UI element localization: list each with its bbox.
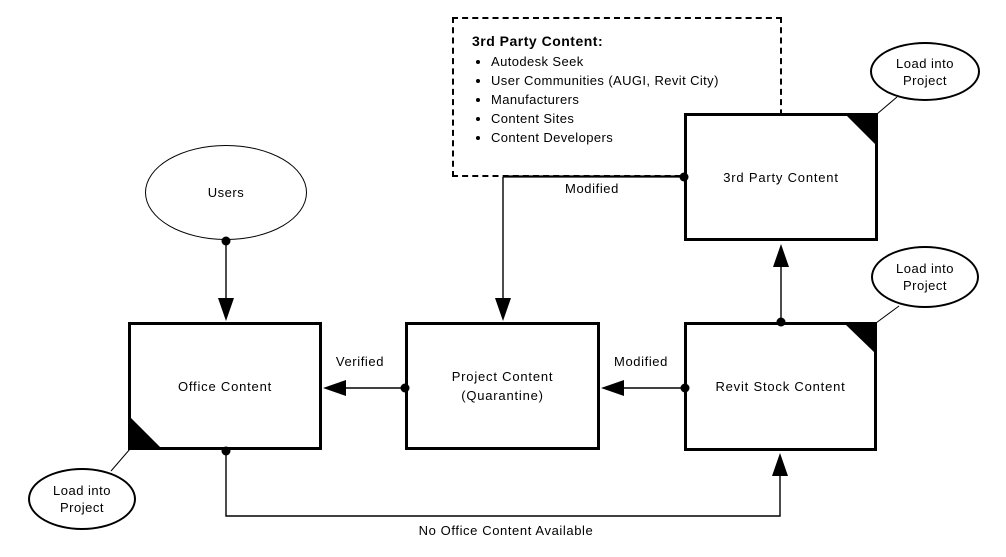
callout-label-line1: Load into <box>896 261 954 276</box>
source-list-item: User Communities (AUGI, Revit City) <box>491 71 780 90</box>
node-sublabel: (Quarantine) <box>461 388 544 403</box>
callout-label-line1: Load into <box>53 483 111 498</box>
third-party-sources-list: Autodesk Seek User Communities (AUGI, Re… <box>474 52 780 147</box>
source-list-item: Manufacturers <box>491 90 780 109</box>
node-office-content: Office Content <box>128 322 322 450</box>
arrowhead-down-office <box>218 298 234 321</box>
node-label: Office Content <box>177 378 273 394</box>
callout-load-into-project-bottom: Load into Project <box>28 468 136 530</box>
node-revit-stock-content: Revit Stock Content <box>684 322 877 451</box>
source-list-item: Content Sites <box>491 109 780 128</box>
node-third-party-content: 3rd Party Content <box>684 113 878 241</box>
callout-label-line2: Project <box>903 278 947 293</box>
node-project-content: Project Content (Quarantine) <box>405 322 600 450</box>
node-label: Users <box>207 185 245 200</box>
arrowhead-up-third-party <box>773 244 789 267</box>
arrowhead-down-project <box>495 298 511 321</box>
third-party-sources-title: 3rd Party Content: <box>472 33 604 49</box>
callout-load-into-project-middle: Load into Project <box>871 246 979 308</box>
arrowhead-up-revit <box>772 453 788 476</box>
node-label: 3rd Party Content <box>723 169 839 185</box>
arrowhead-left-office <box>323 380 346 396</box>
callout-load-into-project-top: Load into Project <box>870 42 980 101</box>
node-label: Revit Stock Content <box>715 379 846 394</box>
callout-label-line2: Project <box>60 500 104 515</box>
node-users: Users <box>145 145 307 240</box>
edge-label-no-office-content-available: No Office Content Available <box>418 523 594 538</box>
edge-label-verified: Verified <box>335 354 385 369</box>
edge-label-modified-top: Modified <box>565 181 619 196</box>
callout-label-line2: Project <box>903 72 947 88</box>
edge-label-modified-right: Modified <box>614 354 668 369</box>
edge-no-office-content <box>225 451 781 517</box>
source-list-item: Autodesk Seek <box>491 52 780 71</box>
arrowhead-left-project <box>601 380 624 396</box>
source-list-item: Content Developers <box>491 128 780 147</box>
node-label: Project Content <box>451 369 554 384</box>
callout-label-line1: Load into <box>896 55 954 71</box>
